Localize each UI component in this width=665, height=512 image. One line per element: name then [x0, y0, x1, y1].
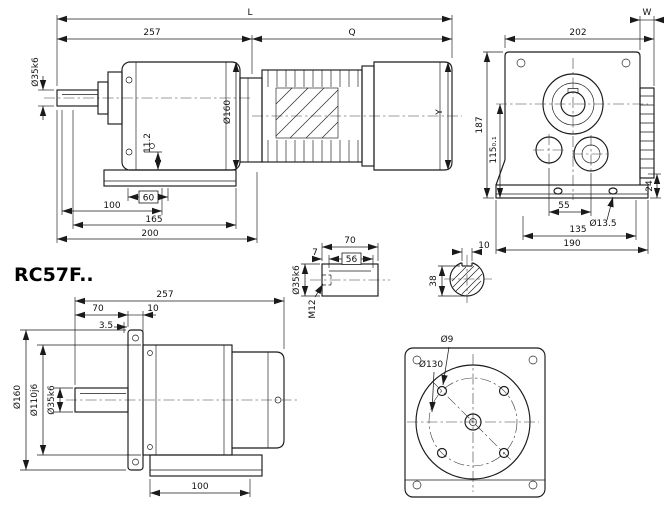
shaft-detail-linework — [310, 263, 390, 297]
dim-60: 60 — [143, 194, 155, 204]
dim-70: 70 — [344, 236, 356, 246]
dim-flange-10: 10 — [147, 304, 159, 314]
view-shaft-detail: 70 56 7 Ø35k6 M12 — [291, 236, 390, 319]
dim-165: 165 — [145, 215, 162, 225]
dim-shaft-dia: Ø35k6 — [30, 57, 41, 87]
dim-55: 55 — [558, 201, 569, 211]
flange-side-linework — [66, 329, 298, 477]
end-view-dimensions: W 202 187 115₀.₁ 55 Ø13.5 135 190 — [475, 8, 664, 254]
shaft-detail-dimensions: 70 56 7 Ø35k6 M12 — [291, 236, 379, 319]
dim-flange-100: 100 — [191, 482, 208, 492]
dim-38: 38 — [429, 275, 439, 287]
dim-100: 100 — [103, 201, 120, 211]
dim-L: L — [247, 8, 252, 18]
dim-7: 7 — [312, 248, 318, 258]
dim-flange-shaft-dia: Ø35k6 — [46, 385, 57, 415]
dim-10: 10 — [478, 241, 490, 251]
dim-Q: Q — [348, 28, 355, 38]
dim-flange-257: 257 — [156, 290, 173, 300]
dim-187: 187 — [475, 116, 485, 133]
motor-nameplate — [275, 87, 339, 139]
flange-front-linework — [404, 347, 546, 498]
dim-shaft-detail-dia: Ø35k6 — [291, 265, 302, 295]
flange-side-dimensions: 257 70 10 3.5 Ø160 Ø110j6 Ø35k6 — [12, 290, 285, 497]
dim-W: W — [643, 8, 652, 18]
dim-bolt-circle-130: Ø130 — [419, 359, 444, 370]
dim-24: 24 — [645, 180, 655, 192]
gearmotor-side-linework — [44, 61, 462, 187]
gearbox-foot — [103, 169, 237, 187]
dim-56: 56 — [346, 255, 358, 265]
end-view-foot — [495, 184, 649, 199]
dim-200: 200 — [141, 229, 158, 239]
dim-hole-13-5: Ø13.5 — [589, 218, 616, 229]
dim-202: 202 — [569, 28, 586, 38]
dim-115: 115₀.₁ — [489, 136, 499, 164]
dim-flange-70: 70 — [92, 304, 104, 314]
key-section-dimensions: 10 38 — [429, 241, 490, 297]
dim-190: 190 — [563, 239, 580, 249]
dim-M12: M12 — [308, 299, 318, 318]
model-title: RC57F.. — [14, 264, 94, 286]
dim-body-dia: Ø160 — [222, 100, 233, 125]
view-gearmotor-side: L 257 Q Ø35k6 11.2 Ø160 Y — [30, 8, 462, 243]
dim-bolt-hole-9: Ø9 — [441, 334, 454, 345]
dim-flange-3-5: 3.5 — [99, 321, 113, 331]
view-key-section: 10 38 — [429, 241, 492, 303]
gear-teeth-edge — [639, 87, 655, 179]
gearmotor-side-dimensions: L 257 Q Ø35k6 11.2 Ø160 Y — [30, 8, 453, 243]
dim-spigot-dia-110: Ø110j6 — [29, 383, 40, 416]
dim-135: 135 — [569, 225, 586, 235]
view-flange-front: Ø9 Ø130 — [404, 334, 546, 498]
dim-257: 257 — [143, 28, 160, 38]
flange-foot — [149, 454, 263, 477]
dim-11-2: 11.2 — [143, 133, 153, 153]
dim-flange-dia-160: Ø160 — [12, 385, 23, 410]
key-section-linework — [444, 255, 492, 303]
end-view-linework — [495, 51, 655, 200]
view-flange-side: 257 70 10 3.5 Ø160 Ø110j6 Ø35k6 — [12, 290, 298, 497]
flange-front-housing — [404, 347, 546, 498]
dim-Y: Y — [435, 109, 445, 116]
flange-front-dimensions: Ø9 Ø130 — [419, 334, 454, 413]
view-end: W 202 187 115₀.₁ 55 Ø13.5 135 190 — [475, 8, 664, 254]
